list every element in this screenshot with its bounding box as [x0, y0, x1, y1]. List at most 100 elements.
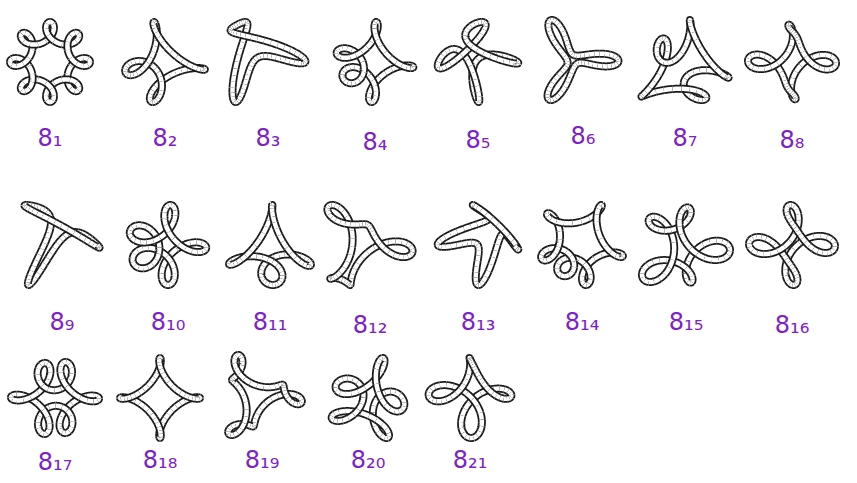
knot-strand-edge: [796, 66, 801, 72]
knot-strand-edge: [373, 80, 375, 85]
knot-strand-edge: [472, 277, 480, 281]
knot-strand-edge: [21, 83, 24, 87]
knot-strand: [246, 20, 247, 25]
knot-strand-edge: [380, 73, 386, 78]
knot-strand: [373, 80, 375, 85]
knot-strand: [172, 279, 174, 283]
knot-strand-edge: [348, 79, 352, 88]
knot-strand-edge: [584, 59, 588, 68]
knot-strand: [547, 258, 551, 260]
knot-strand-edge: [475, 243, 477, 244]
knot-strand: [171, 249, 177, 254]
knot-strand-edge: [559, 91, 562, 95]
knot-strand-edge: [588, 60, 592, 69]
knot-strand-edge: [755, 51, 760, 59]
knot-strand-edge: [166, 225, 169, 232]
knot-strand-edge: [472, 239, 475, 247]
knot-strand: [151, 230, 155, 235]
knot-strand-edge: [553, 20, 555, 21]
knot-strand-edge: [778, 58, 784, 63]
knot-strand-edge: [295, 52, 299, 55]
knot-strand-edge: [187, 64, 192, 73]
knot-strand: [567, 41, 568, 45]
knot-strand: [230, 93, 235, 97]
knot-strand-edge: [394, 255, 399, 257]
knot-strand: [373, 91, 378, 96]
knot-strand-edge: [36, 274, 39, 278]
knot-strand-edge: [264, 280, 266, 282]
knot-strand-edge: [173, 239, 179, 245]
knot-strand-edge: [143, 267, 148, 268]
knot-strand: [360, 57, 363, 62]
knot-strand-edge: [696, 40, 700, 48]
knot-strand-edge: [71, 88, 75, 91]
knot-strand-edge: [358, 258, 362, 264]
knot-strand: [68, 229, 74, 233]
knot-strand-edge: [391, 58, 397, 62]
knot-strand-edge: [160, 212, 168, 218]
knot-strand: [29, 50, 32, 58]
knot-strand-edge: [98, 243, 99, 251]
knot-strand: [781, 72, 783, 76]
knot-strand-edge: [47, 22, 50, 24]
knot-strand-edge: [262, 277, 264, 280]
knot-strand: [156, 247, 161, 253]
knot-strand-edge: [810, 61, 815, 65]
knot-strand: [681, 87, 689, 92]
knot-strand: [549, 20, 551, 21]
knot-strand-edge: [21, 37, 24, 41]
knot-strand: [551, 36, 553, 41]
knot-strand-edge: [162, 267, 163, 273]
knot-strand: [546, 27, 551, 31]
knot-strand-edge: [384, 248, 389, 252]
knot-strand: [694, 71, 700, 73]
knot-strand-edge: [369, 75, 372, 80]
knot-strand-edge: [468, 80, 477, 86]
knot-strand: [155, 28, 157, 32]
knot-strand-edge: [446, 242, 451, 251]
knot-strand-edge: [229, 82, 238, 88]
knot-strand: [231, 97, 236, 100]
knot-strand-edge: [481, 281, 483, 284]
knot-strand-edge: [197, 68, 201, 69]
knot-strand-edge: [253, 60, 255, 63]
knot-strand: [21, 37, 24, 41]
knot-strand-edge: [98, 245, 99, 246]
knot-strand-edge: [803, 52, 806, 57]
knot-strand: [473, 272, 478, 277]
knot-strand-edge: [574, 51, 577, 59]
knot-strand-edge: [48, 219, 54, 222]
knot-strand-edge: [685, 40, 688, 47]
knot-strand: [134, 73, 138, 74]
knot-strand: [517, 248, 518, 249]
knot-strand-edge: [32, 266, 34, 271]
knot-strand: [474, 267, 479, 273]
knot-strand: [556, 95, 559, 98]
knot-strand: [556, 21, 559, 23]
knot-strand-edge: [54, 80, 62, 83]
knot-strand-edge: [610, 55, 614, 56]
knot-strand: [205, 245, 206, 247]
knot-strand-edge: [130, 234, 132, 238]
knot-strand-edge: [407, 244, 411, 247]
knot-strand: [232, 27, 233, 28]
knot-strand-edge: [50, 22, 53, 24]
knot-strand: [239, 97, 241, 100]
knot-strand: [348, 80, 352, 85]
knot-strand-edge: [475, 23, 479, 24]
knot-strand-edge: [277, 229, 280, 236]
knot-strand: [237, 34, 241, 35]
knot-strand: [159, 273, 164, 278]
knot-strand: [803, 52, 806, 57]
knot-strand-edge: [170, 268, 179, 274]
knot-strand-edge: [658, 56, 660, 60]
knot-strand: [331, 276, 333, 281]
knot-strand-edge: [241, 256, 246, 260]
knot-strand-edge: [135, 265, 139, 267]
knot-strand: [574, 53, 577, 58]
knot-strand-edge: [347, 283, 349, 284]
knot-strand-edge: [299, 55, 302, 57]
knot-strand-edge: [151, 230, 155, 235]
knot-strand: [309, 263, 310, 268]
knot-strand-edge: [593, 61, 598, 70]
